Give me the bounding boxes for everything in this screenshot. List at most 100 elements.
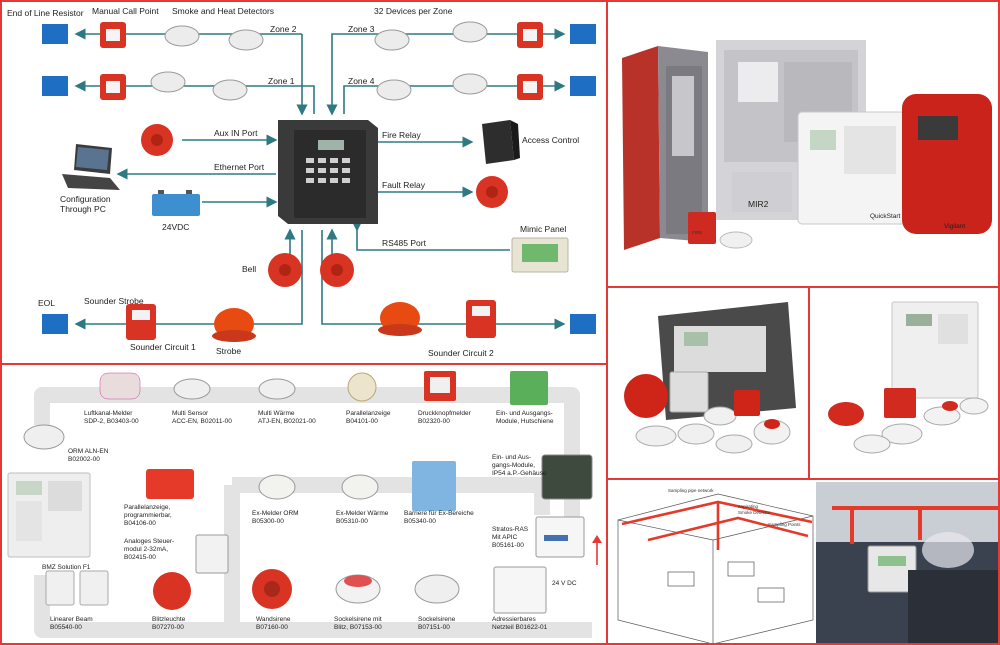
- label-aspirating-2: Smoke Detector: [738, 510, 771, 515]
- label-rs485: RS485 Port: [382, 238, 427, 248]
- duct-detector-icon: [99, 372, 141, 400]
- access-control-unit: [482, 120, 520, 164]
- label-quickstart: QuickStart: [870, 213, 901, 220]
- conventional-diagram-svg: End of Line Resistor Manual Call Point S…: [7, 6, 596, 358]
- eol-box-sounder1: [42, 314, 68, 334]
- devices-photo-1-svg: [608, 288, 808, 478]
- label-wandsirene-1: Wandsirene: [256, 616, 291, 623]
- detector-icon: [923, 406, 961, 426]
- smoke-detector-icon: [150, 71, 186, 93]
- label-access-control: Access Control: [522, 135, 579, 145]
- panel-aspirating-system: Sampling pipe network Aspirating Smoke D…: [606, 478, 1000, 645]
- label-strobe: Strobe: [216, 346, 241, 356]
- gray-cabinet-unit: MIR2: [716, 40, 866, 220]
- ex-heat-detector-icon: [341, 474, 379, 500]
- device-cluster-2: [828, 388, 989, 454]
- label-eol-resistor: End of Line Resistor: [7, 8, 84, 18]
- detector-icon: [703, 406, 737, 426]
- label-config1: Configuration: [60, 194, 111, 204]
- label-fire-relay: Fire Relay: [382, 130, 421, 140]
- sounders: [126, 300, 496, 342]
- label-multi-waerme-1: Multi Wärme: [258, 410, 295, 417]
- label-druckknopf-2: B02320-00: [418, 418, 450, 425]
- label-analog-2: modul 2-32mA,: [124, 546, 168, 553]
- label-eol: EOL: [38, 298, 55, 308]
- label-druckknopf-1: Druckknopfmelder: [418, 410, 472, 417]
- loop-labels: Luftkanal-Melder SDP-2, B03403-00 Multi …: [42, 410, 577, 631]
- sampling-pipe-network: [621, 500, 813, 550]
- smoke-detector-icon: [452, 73, 488, 95]
- red-cabinet-unit: [622, 46, 708, 250]
- label-orm-1: ORM ALN-EN: [68, 448, 109, 455]
- label-24vdc: 24VDC: [162, 222, 189, 232]
- label-mir2: MIR2: [748, 199, 769, 209]
- label-analog-3: B02415-00: [124, 554, 156, 561]
- din-module-icon: [510, 371, 548, 405]
- sounder-strobe-icon: [466, 300, 496, 338]
- pipe-labels: Sampling pipe network Aspirating Smoke D…: [668, 488, 801, 527]
- smoke-detector-icon: [228, 29, 264, 51]
- call-point-icon: [884, 388, 916, 418]
- call-point-icon: [688, 212, 716, 244]
- label-parallelanzeige-2: B04101-00: [346, 418, 378, 425]
- control-panel-photo: [658, 302, 796, 420]
- label-sounder-strobe: Sounder Strobe: [84, 296, 144, 306]
- label-sockel-blitz-1: Sockelsirene mit: [334, 616, 382, 623]
- label-ein-aus-hut-2: Module, Hutschiene: [496, 418, 554, 425]
- label-sounder-circuit2: Sounder Circuit 2: [428, 348, 494, 358]
- mimic-panel-unit: [511, 237, 569, 273]
- label-linear-beam-2: B05540-00: [50, 624, 82, 631]
- wall-panel-photo: [891, 301, 979, 399]
- label-ex-orm-2: B05300-00: [252, 518, 284, 525]
- label-zone4: Zone 4: [348, 76, 375, 86]
- label-fault-relay: Fault Relay: [382, 180, 426, 190]
- label-netzteil-2: Netzteil B01622-01: [492, 624, 548, 631]
- building-wireframe: [617, 493, 814, 643]
- label-sockelsirene-2: B07151-00: [418, 624, 450, 631]
- battery-icon: [152, 190, 200, 216]
- laptop-icon: [62, 144, 120, 190]
- eol-box-zone2: [42, 24, 68, 44]
- label-zone1: Zone 1: [268, 76, 295, 86]
- loop-arrow: [592, 535, 602, 565]
- orm-detector-icon: [23, 424, 65, 450]
- label-sockelsirene-1: Sockelsirene: [418, 616, 456, 623]
- label-blitz-1: Blitzleuchte: [152, 616, 186, 623]
- detector-icon: [677, 423, 715, 445]
- label-aspirating-1: Aspirating: [738, 504, 759, 509]
- label-smoke-heat: Smoke and Heat Detectors: [172, 6, 274, 16]
- label-orm-2: B02002-00: [68, 456, 100, 463]
- label-sampling-pipe: Sampling pipe network: [668, 488, 714, 493]
- label-stratos-1: Stratos-RAS: [492, 526, 529, 533]
- parallel-indicator-icon: [146, 469, 194, 499]
- smoke-detector-icon: [376, 79, 412, 101]
- loop-devices: [23, 371, 593, 614]
- small-devices: FIRE: [688, 212, 753, 249]
- label-ein-aus-ip54-2: gangs-Module,: [492, 462, 535, 469]
- bells: [141, 124, 508, 287]
- panel-devices-photo-2: [808, 286, 1000, 480]
- label-luftkanal-2: SDP-2, B03403-00: [84, 418, 139, 425]
- heat-detector-icon: [258, 378, 296, 400]
- analog-module-icon: [195, 534, 229, 574]
- beacon-icon: [153, 572, 191, 610]
- eol-box-zone1: [42, 76, 68, 96]
- sounder-strobe-icon: [126, 304, 156, 340]
- white-panel-unit: QuickStart: [797, 111, 907, 225]
- label-parallel-prog-2: programmierbar,: [124, 512, 172, 519]
- diagram-labels: End of Line Resistor Manual Call Point S…: [7, 6, 579, 358]
- label-wandsirene-2: B07160-00: [256, 624, 288, 631]
- panel-product-lineup: MIR2 QuickStart Vigilant FIRE: [606, 0, 1000, 288]
- label-multi-sensor-2: ACC-EN, B02011-00: [172, 418, 232, 425]
- eol-box-sounder2: [570, 314, 596, 334]
- panel-addressable-loop: Luftkanal-Melder SDP-2, B03403-00 Multi …: [0, 363, 608, 645]
- label-parallelanzeige-1: Parallelanzeige: [346, 410, 391, 417]
- label-multi-waerme-2: ATJ-EN, B02021-00: [258, 418, 316, 425]
- power-supply-icon: [493, 566, 547, 614]
- detector-icon: [881, 423, 923, 445]
- label-parallel-prog-3: B04106-00: [124, 520, 156, 527]
- smoke-detector-icon: [452, 21, 488, 43]
- label-barriere-2: B05340-00: [404, 518, 436, 525]
- detector-icon: [959, 397, 989, 415]
- label-bmz: BMZ Solution F1: [42, 564, 91, 571]
